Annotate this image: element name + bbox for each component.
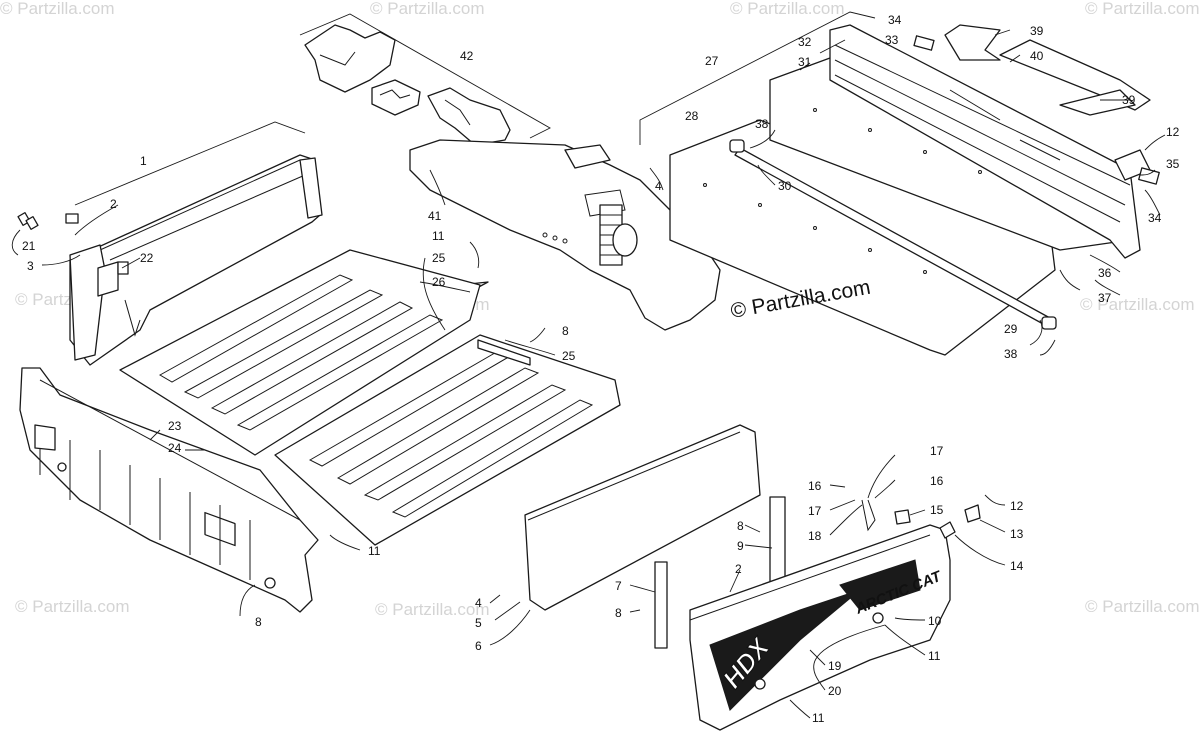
callout-21: 21	[22, 239, 36, 253]
bracket-1	[74, 121, 306, 206]
callout-36: 36	[1098, 266, 1112, 280]
watermark: © Partzilla.com	[370, 0, 485, 18]
callout-32: 32	[798, 35, 812, 49]
decals-39-40	[913, 24, 1160, 185]
callout-10: 10	[928, 614, 942, 628]
bracket-set-42	[304, 24, 511, 146]
callout-5: 5	[475, 616, 482, 630]
callout-12: 12	[1010, 499, 1024, 513]
floor-panel-25-left	[119, 249, 481, 456]
callout-16: 16	[808, 479, 822, 493]
callout-20: 20	[828, 684, 842, 698]
hardware-21-2	[17, 212, 79, 230]
callout-2: 2	[110, 197, 117, 211]
callout-13: 13	[1010, 527, 1024, 541]
callout-18: 18	[808, 529, 822, 543]
bracket-42	[299, 13, 551, 139]
callout-8: 8	[737, 519, 744, 533]
callout-9: 9	[737, 539, 744, 553]
callout-22: 22	[140, 251, 154, 265]
watermark: © Partzilla.com	[1080, 295, 1195, 314]
callout-8: 8	[255, 615, 262, 629]
watermark: © Partzilla.com	[375, 600, 490, 619]
callout-30: 30	[778, 179, 792, 193]
callout-4: 4	[655, 179, 662, 193]
callout-37: 37	[1098, 291, 1112, 305]
callout-11: 11	[812, 711, 825, 725]
rear-panel-6	[524, 424, 761, 611]
side-panel-23	[19, 367, 319, 613]
watermark: © Partzilla.com	[1085, 0, 1200, 18]
callout-4: 4	[475, 596, 482, 610]
callout-15: 15	[930, 503, 944, 517]
callout-23: 23	[168, 419, 182, 433]
callout-12: 12	[1166, 125, 1180, 139]
callout-41: 41	[428, 209, 442, 223]
callout-1: 1	[140, 154, 147, 168]
front-wall-panel	[69, 154, 323, 366]
callout-28: 28	[685, 109, 699, 123]
callout-31: 31	[798, 55, 812, 69]
callout-34: 34	[888, 13, 902, 27]
latch-hardware	[861, 499, 981, 539]
callout-27: 27	[705, 54, 719, 68]
callout-38: 38	[755, 117, 769, 131]
callout-11: 11	[368, 544, 381, 558]
callout-17: 17	[930, 444, 944, 458]
callout-42: 42	[460, 49, 474, 63]
callout-labels: 1 2 21 3 22 42 41 11 25 26 8 25 23 24 11…	[22, 13, 1180, 725]
leader-lines	[11, 29, 1166, 719]
callout-2: 2	[735, 562, 742, 576]
bracket-27	[639, 11, 876, 145]
storage-boot-41	[409, 139, 721, 331]
callout-25: 25	[432, 251, 446, 265]
callout-26: 26	[432, 275, 446, 289]
posts-7-9	[654, 496, 786, 649]
callout-16: 16	[930, 474, 944, 488]
callout-7: 7	[615, 579, 622, 593]
callout-17: 17	[808, 504, 822, 518]
tailgate-10: ARCTIC CAT HDX	[689, 524, 951, 731]
callout-8: 8	[562, 324, 569, 338]
callout-14: 14	[1010, 559, 1024, 573]
callout-8: 8	[615, 606, 622, 620]
callout-6: 6	[475, 639, 482, 653]
callout-34: 34	[1148, 211, 1162, 225]
callout-24: 24	[168, 441, 182, 455]
watermark: © Partzilla.com	[1085, 597, 1200, 616]
callout-25: 25	[562, 349, 576, 363]
callout-11: 11	[928, 649, 941, 663]
side-rail-frame-32	[829, 24, 1151, 259]
callout-38: 38	[1004, 347, 1018, 361]
watermark: © Partzilla.com	[0, 0, 115, 18]
callout-33: 33	[885, 33, 899, 47]
callout-19: 19	[828, 659, 842, 673]
callout-3: 3	[27, 259, 34, 273]
floor-panel-25-right	[274, 334, 621, 546]
watermark: © Partzilla.com	[15, 597, 130, 616]
rod-29	[729, 139, 1057, 330]
callout-39: 39	[1122, 93, 1136, 107]
callout-39: 39	[1030, 24, 1044, 38]
group-brackets	[74, 11, 876, 206]
callout-40: 40	[1030, 49, 1044, 63]
callout-35: 35	[1166, 157, 1180, 171]
watermark: © Partzilla.com	[730, 0, 845, 18]
callout-29: 29	[1004, 322, 1018, 336]
callout-11: 11	[432, 229, 445, 243]
